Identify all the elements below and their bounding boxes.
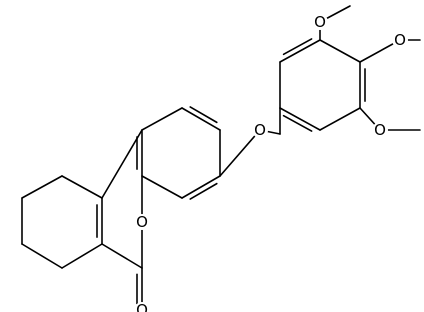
bond-c10-c10a xyxy=(61,243,103,269)
double-bond-c2-c1 xyxy=(189,106,218,124)
ring-oxygen-label: O xyxy=(136,213,148,231)
double-bond-a5-a6 xyxy=(282,38,313,56)
bond-c1-c1a xyxy=(141,107,183,131)
bond-c10b-c7 xyxy=(61,175,103,199)
bond-a1-a2 xyxy=(279,107,321,131)
atom-label-background xyxy=(392,32,408,48)
bond-c4a-c4 xyxy=(141,175,183,199)
ether-oxygen-label: O xyxy=(254,121,266,139)
bond-c3-oeth xyxy=(219,129,261,177)
atom-label-background xyxy=(134,214,150,230)
bond-a4-a5 xyxy=(319,39,361,63)
double-bond-a1-a2 xyxy=(282,114,313,132)
bond-c2-c1 xyxy=(181,107,221,131)
bond-c7-c8 xyxy=(21,175,63,199)
bond-layer xyxy=(21,5,421,311)
bond-c4-c3 xyxy=(181,175,221,199)
methoxy-oxygen-label: O xyxy=(374,121,386,139)
bond-c10a-c6 xyxy=(101,243,143,269)
bond-a5-a6 xyxy=(279,39,321,63)
methoxy-oxygen-label: O xyxy=(394,31,406,49)
bond-c10b-c1a xyxy=(101,129,143,199)
bond-c9-c10 xyxy=(21,243,63,269)
bond-a2-a3 xyxy=(319,107,361,131)
carbonyl-oxygen-label: O xyxy=(136,301,148,312)
methoxy-oxygen-label: O xyxy=(314,13,326,31)
atom-label-background xyxy=(252,122,268,138)
atom-label-background xyxy=(134,302,150,312)
atom-label-layer: O O O O O O xyxy=(134,13,408,312)
double-bond-c4-c3 xyxy=(189,182,218,200)
atom-label-background xyxy=(312,14,328,30)
atom-label-background xyxy=(372,122,388,138)
